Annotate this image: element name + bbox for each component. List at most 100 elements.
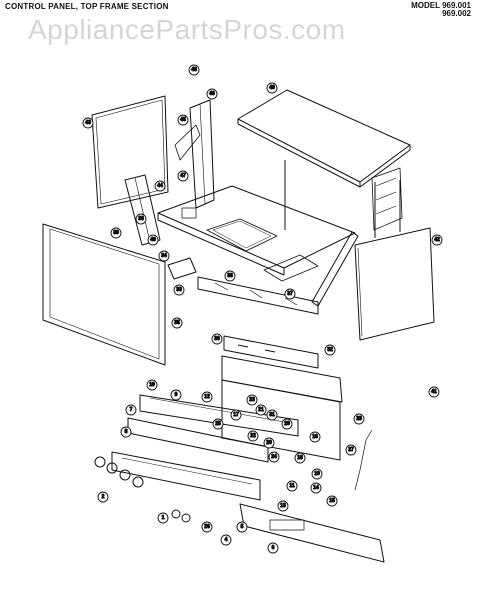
svg-text:31: 31 — [269, 412, 275, 418]
callout-32: 32 — [324, 344, 336, 356]
svg-text:33: 33 — [176, 287, 182, 293]
callout-2: 2 — [97, 491, 109, 503]
callout-16: 16 — [309, 431, 321, 443]
callout-43: 43 — [82, 117, 94, 129]
svg-text:39: 39 — [113, 230, 119, 236]
watermark-text: AppliancePartsPros.com — [28, 14, 346, 45]
callout-17: 17 — [230, 409, 242, 421]
svg-text:36: 36 — [227, 273, 233, 279]
model-label: MODEL 969.001 969.002 — [411, 2, 471, 18]
svg-text:22: 22 — [250, 433, 256, 439]
callout-30: 30 — [211, 333, 223, 345]
callout-19: 19 — [311, 468, 323, 480]
svg-text:45: 45 — [180, 117, 186, 123]
svg-text:38: 38 — [138, 216, 144, 222]
svg-text:41: 41 — [431, 389, 437, 395]
callout-49: 49 — [266, 82, 278, 94]
callout-25: 25 — [212, 418, 224, 430]
svg-text:40: 40 — [150, 237, 156, 243]
svg-text:12: 12 — [204, 394, 210, 400]
svg-text:4: 4 — [225, 537, 228, 543]
svg-text:43: 43 — [85, 120, 91, 126]
callout-29: 29 — [281, 418, 293, 430]
part-diagonal-brace — [311, 231, 359, 307]
callout-1: 1 — [157, 512, 169, 524]
svg-text:32: 32 — [327, 347, 333, 353]
callout-12: 12 — [201, 391, 213, 403]
model-number-2: 969.002 — [442, 9, 471, 18]
svg-text:28: 28 — [356, 416, 362, 422]
callout-42: 42 — [431, 234, 443, 246]
svg-text:1: 1 — [162, 515, 165, 521]
svg-text:27: 27 — [348, 447, 354, 453]
svg-text:10: 10 — [149, 382, 155, 388]
callout-36: 36 — [224, 270, 236, 282]
svg-text:19: 19 — [314, 471, 320, 477]
callout-35: 35 — [171, 317, 183, 329]
svg-text:15: 15 — [329, 498, 335, 504]
part-cabinet-frame — [284, 160, 403, 238]
part-left-rail — [174, 99, 215, 209]
svg-text:37: 37 — [287, 291, 293, 297]
svg-text:34: 34 — [161, 253, 167, 259]
callout-11: 11 — [286, 480, 298, 492]
callout-46: 46 — [206, 88, 218, 100]
svg-text:29: 29 — [284, 421, 290, 427]
part-front-grille-strip — [197, 276, 319, 315]
svg-text:14: 14 — [313, 485, 319, 491]
part-left-side-panel — [91, 95, 169, 209]
svg-text:26: 26 — [204, 524, 210, 530]
svg-text:48: 48 — [191, 67, 197, 73]
svg-text:2: 2 — [102, 494, 105, 500]
callout-23: 23 — [246, 394, 258, 406]
part-bottom-trim — [239, 503, 385, 563]
callout-37: 37 — [284, 288, 296, 300]
callout-44: 44 — [154, 180, 166, 192]
callout-48: 48 — [188, 64, 200, 76]
callout-47: 47 — [177, 170, 189, 182]
diagram-title: CONTROL PANEL, TOP FRAME SECTION — [5, 2, 169, 11]
part-right-side-panel — [354, 227, 435, 341]
callout-4: 4 — [220, 534, 232, 546]
callout-18: 18 — [294, 452, 306, 464]
callout-6: 6 — [267, 542, 279, 554]
svg-text:20: 20 — [266, 440, 272, 446]
callout-34: 34 — [158, 250, 170, 262]
callout-27: 27 — [345, 444, 357, 456]
svg-text:9: 9 — [175, 392, 178, 398]
svg-text:46: 46 — [209, 91, 215, 97]
svg-text:49: 49 — [269, 85, 275, 91]
svg-text:5: 5 — [241, 524, 244, 530]
svg-text:17: 17 — [233, 412, 239, 418]
callout-41: 41 — [428, 386, 440, 398]
callout-39: 39 — [110, 227, 122, 239]
part-control-housing — [221, 379, 341, 461]
callout-28: 28 — [353, 413, 365, 425]
callout-26: 26 — [201, 521, 213, 533]
svg-text:21: 21 — [258, 407, 264, 413]
callout-14: 14 — [310, 482, 322, 494]
callout-45: 45 — [177, 114, 189, 126]
svg-text:7: 7 — [130, 407, 133, 413]
svg-text:11: 11 — [289, 483, 295, 489]
callout-21: 21 — [255, 404, 267, 416]
model-number-1: MODEL 969.001 — [411, 1, 471, 10]
callout-38: 38 — [135, 213, 147, 225]
svg-text:6: 6 — [272, 545, 275, 551]
callout-10: 10 — [146, 379, 158, 391]
callout-15: 15 — [326, 495, 338, 507]
callout-5: 5 — [236, 521, 248, 533]
callout-31: 31 — [266, 409, 278, 421]
svg-text:23: 23 — [249, 397, 255, 403]
part-top-cover — [237, 89, 411, 188]
part-wire-lead — [354, 429, 373, 491]
callout-40: 40 — [147, 234, 159, 246]
part-side-bracket — [124, 174, 161, 246]
svg-text:42: 42 — [434, 237, 440, 243]
svg-text:44: 44 — [157, 183, 163, 189]
callout-33: 33 — [173, 284, 185, 296]
callout-8: 8 — [120, 426, 132, 438]
callout-7: 7 — [125, 404, 137, 416]
svg-text:30: 30 — [214, 336, 220, 342]
